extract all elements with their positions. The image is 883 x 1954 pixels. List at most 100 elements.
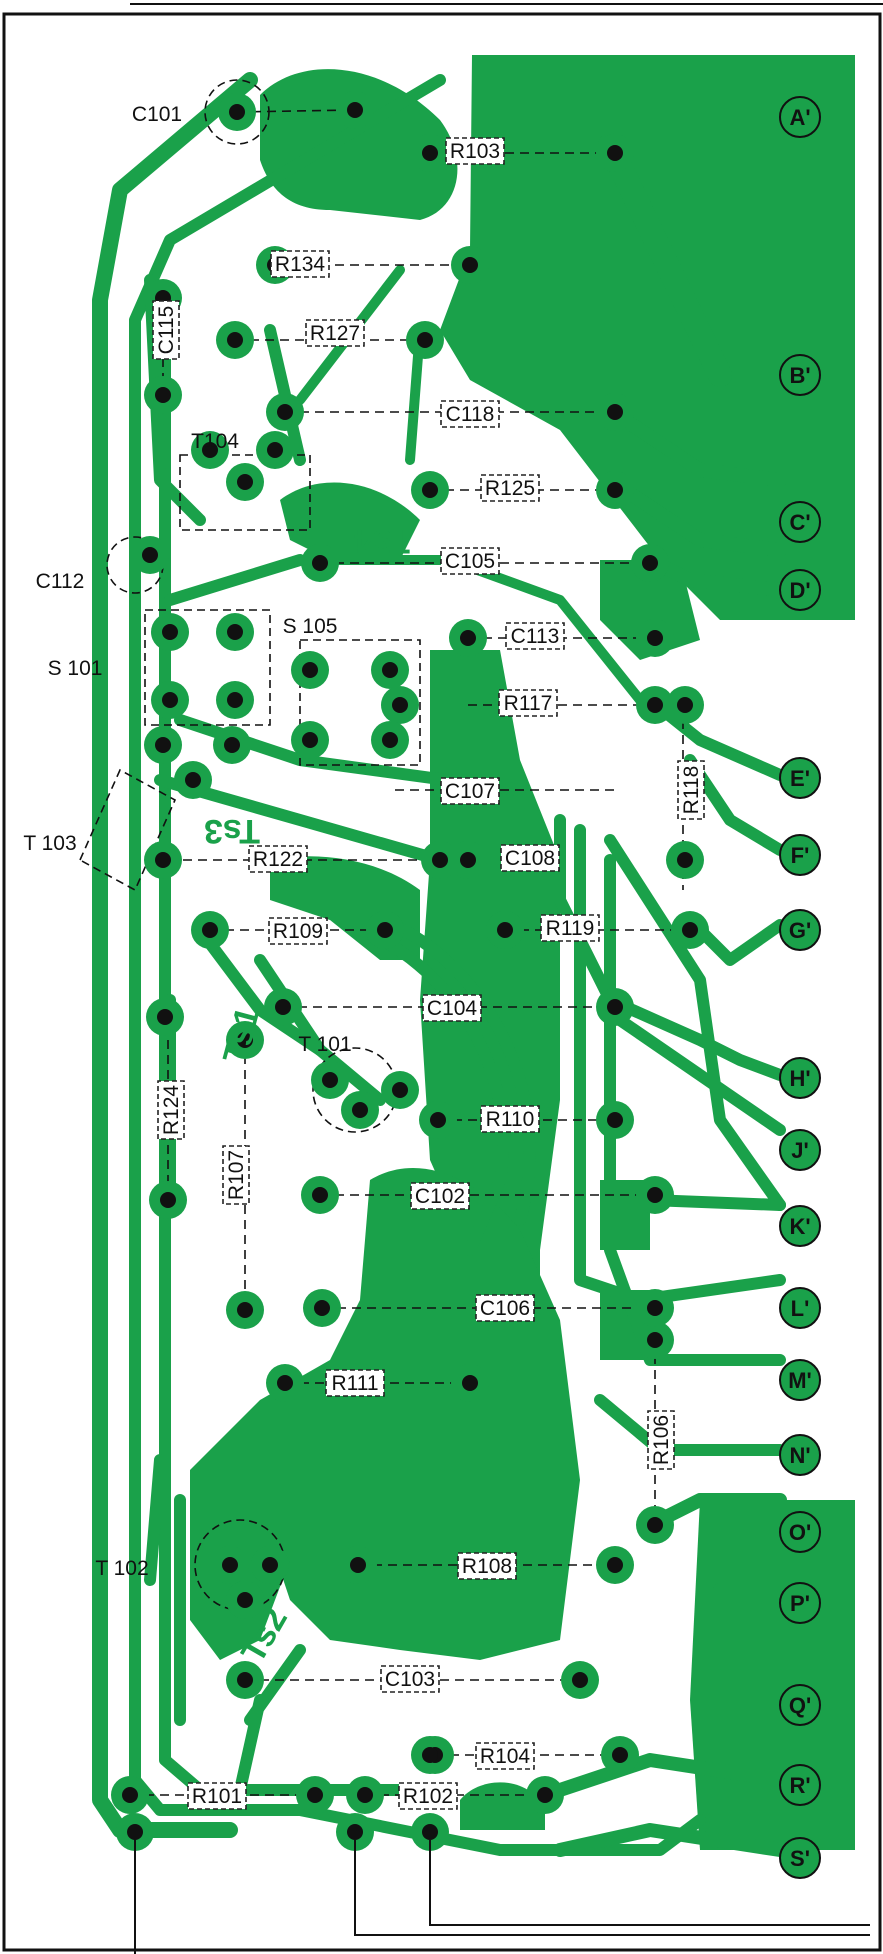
ts3-label: Ts3 [204, 812, 260, 850]
label-c112: C112 [36, 570, 85, 593]
solder-pad [275, 999, 291, 1015]
connector-B: B' [779, 354, 821, 396]
label-c106: C106 [475, 1294, 535, 1322]
component-label-text: C112 [36, 570, 85, 593]
solder-pad [314, 1300, 330, 1316]
component-body [187, 1782, 247, 1810]
svg-text:L': L' [791, 1296, 810, 1321]
svg-text:C': C' [789, 510, 810, 535]
solder-pad [224, 737, 240, 753]
solder-pad [647, 1187, 663, 1203]
solder-pad [237, 1302, 253, 1318]
component-body [677, 760, 705, 820]
solder-pad [307, 1787, 323, 1803]
solder-pad [607, 404, 623, 420]
component-label-text: C106 [480, 1297, 530, 1320]
connector-K: K' [779, 1205, 821, 1247]
svg-text:A': A' [789, 105, 810, 130]
component-body [457, 1552, 517, 1580]
solder-pad [277, 404, 293, 420]
solder-pad [462, 257, 478, 273]
component-label-text: S 105 [283, 615, 338, 638]
solder-pad [227, 692, 243, 708]
label-r101: R101 [187, 1782, 247, 1810]
component-label-text: C103 [385, 1668, 435, 1691]
solder-pad [382, 732, 398, 748]
component-label-text: R134 [275, 253, 326, 276]
solder-pad [155, 737, 171, 753]
solder-pad [227, 624, 243, 640]
connector-O: O' [779, 1511, 821, 1553]
solder-pad [382, 662, 398, 678]
svg-text:O': O' [789, 1520, 811, 1545]
solder-pad [237, 1672, 253, 1688]
label-r107: R107 [222, 1145, 250, 1205]
component-label-text: R117 [504, 692, 553, 715]
solder-pad [682, 922, 698, 938]
connector-L: L' [779, 1287, 821, 1329]
ts4-label: Ts4 [354, 522, 410, 560]
component-body [152, 300, 180, 360]
solder-pad [537, 1787, 553, 1803]
label-c105: C105 [440, 547, 500, 575]
connector-J: J' [779, 1129, 821, 1171]
solder-pad [392, 1082, 408, 1098]
label-c104: C104 [422, 994, 482, 1022]
connector-C: C' [779, 501, 821, 543]
solder-pad [347, 1824, 363, 1840]
solder-pad [647, 1300, 663, 1316]
svg-text:B': B' [789, 363, 810, 388]
component-label-text: C108 [505, 847, 555, 870]
component-body [445, 137, 505, 165]
connector-R: R' [779, 1764, 821, 1806]
solder-pad [607, 482, 623, 498]
label-c101: C101 [132, 103, 182, 126]
connector-column: A' B' C' D' E' F' G' H' J' K' L' M' N' O… [779, 96, 821, 1879]
component-label-text: R110 [486, 1108, 535, 1131]
solder-pad [347, 102, 363, 118]
label-r127: R127 [305, 319, 365, 347]
component-body [440, 400, 500, 428]
label-r122: R122 [248, 845, 308, 873]
connector-G: G' [779, 909, 821, 951]
component-body [475, 1294, 535, 1322]
solder-pad [642, 555, 658, 571]
solder-pad [417, 332, 433, 348]
component-body [647, 1410, 675, 1470]
component-label-text: R124 [160, 1085, 183, 1136]
solder-pad [460, 852, 476, 868]
copper-pours [190, 55, 855, 1850]
component-body [540, 914, 600, 942]
solder-pad [392, 697, 408, 713]
label-t103: T 103 [23, 832, 76, 855]
component-label-text: R109 [273, 920, 323, 943]
solder-pad [497, 922, 513, 938]
component-label-text: R119 [546, 917, 595, 940]
svg-text:R': R' [789, 1773, 810, 1798]
connector-N: N' [779, 1434, 821, 1476]
component-body [305, 319, 365, 347]
svg-text:E': E' [790, 766, 810, 791]
component-label-text: R108 [462, 1555, 512, 1578]
solder-pad [142, 547, 158, 563]
solder-pad [312, 555, 328, 571]
solder-pad [357, 1787, 373, 1803]
svg-text:F': F' [791, 843, 810, 868]
solder-pad [222, 1557, 238, 1573]
svg-text:H': H' [789, 1066, 810, 1091]
label-t102: T 102 [95, 1557, 148, 1580]
svg-text:J': J' [791, 1138, 808, 1163]
solder-pad [607, 1112, 623, 1128]
solder-pads [111, 91, 709, 1851]
solder-pad [460, 630, 476, 646]
label-c102: C102 [410, 1182, 470, 1210]
label-t101: T 101 [298, 1033, 351, 1056]
solder-pad [262, 1557, 278, 1573]
component-label-text: R101 [192, 1785, 242, 1808]
component-body [480, 474, 540, 502]
label-c115: C115 [152, 300, 180, 360]
component-body [248, 845, 308, 873]
component-label-text: R118 [680, 766, 703, 815]
svg-text:S': S' [790, 1846, 810, 1871]
label-r102: R102 [398, 1782, 458, 1810]
